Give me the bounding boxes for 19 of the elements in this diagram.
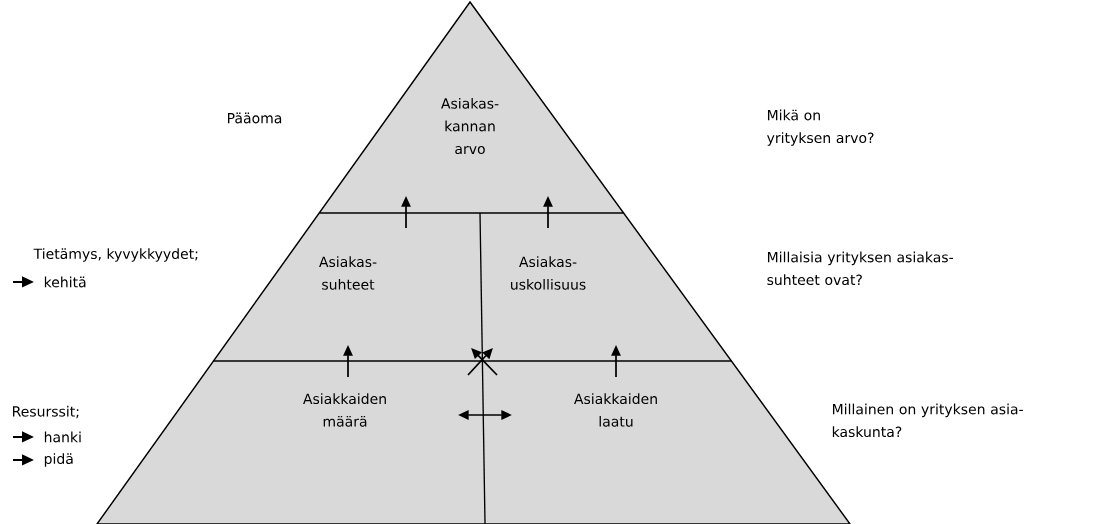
- side-label: pidä: [44, 453, 73, 467]
- side-label: hanki: [44, 431, 81, 443]
- side-label: Millaisia yrityksen asiakas- suhteet ovat?: [767, 251, 953, 286]
- pyramid-section: Asiakas- kannan arvo: [319, 2, 624, 213]
- arrow: [467, 348, 493, 376]
- side-label: kehitä: [44, 276, 86, 288]
- side-label: Tietämys, kyvykkyydet;: [33, 248, 198, 262]
- side-label: Mikä on yrityksen arvo?: [767, 109, 874, 146]
- node-label: Asiakas- uskollisuus: [511, 256, 586, 290]
- side-label: Resurssit;: [13, 405, 79, 419]
- pyramid-section: Asiakas- suhteet: [213, 213, 483, 361]
- pyramid-section: Asiakas- uskollisuus: [480, 213, 732, 361]
- node-label: Asiakkaiden määrä: [303, 393, 386, 427]
- node-label: Asiakkaiden laatu: [574, 393, 657, 427]
- node-label: Asiakas- suhteet: [319, 256, 377, 290]
- arrow: [471, 348, 498, 376]
- node-label: Asiakas- kannan arvo: [441, 97, 499, 155]
- pyramid-section: Asiakkaiden määrä: [97, 361, 485, 524]
- side-label: Pääoma: [228, 112, 282, 124]
